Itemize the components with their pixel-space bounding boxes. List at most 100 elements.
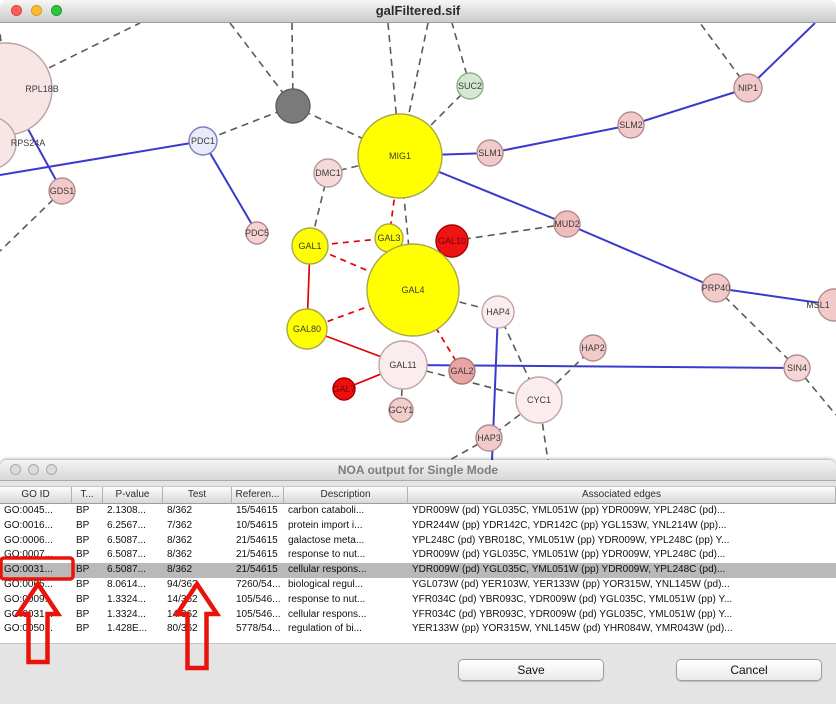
graph-node-mig1[interactable] <box>357 113 443 199</box>
graph-edge-slm2-nip1[interactable] <box>630 87 749 126</box>
graph-node-graynode[interactable] <box>275 88 311 124</box>
graph-node-gal80[interactable] <box>286 308 328 350</box>
table-cell: response to nut... <box>288 549 366 561</box>
save-button[interactable]: Save <box>458 659 604 681</box>
column-header-referen-[interactable]: Referen... <box>232 487 284 504</box>
graph-edge-suc2-mig1[interactable] <box>399 85 471 157</box>
graph-edge-slm1-slm2[interactable] <box>489 124 632 154</box>
graph-node-mud2[interactable] <box>553 210 581 238</box>
graph-edge-hap3-448438[interactable] <box>447 437 490 461</box>
graph-node-rps24a[interactable] <box>0 117 17 169</box>
graph-node-label-pdc5: PDC5 <box>245 228 269 238</box>
column-header-go-id[interactable]: GO ID <box>0 487 72 504</box>
table-cell: 6.5087... <box>107 564 146 576</box>
graph-node-prp40[interactable] <box>701 273 731 303</box>
table-cell: YDR009W (pd) YGL035C, YML051W (pp) YDR00… <box>412 564 726 576</box>
table-cell: 15/54615 <box>236 505 278 516</box>
table-cell: cellular respons... <box>288 564 367 576</box>
graph-edge-prp40-sin4[interactable] <box>715 287 798 369</box>
minimize-button-inactive[interactable] <box>28 464 39 475</box>
network-canvas[interactable]: RPL18BRPS24AGDS1PDC1DMC1MIG1SUC2SLM1SLM2… <box>0 23 836 461</box>
graph-node-label-hap2: HAP2 <box>581 343 605 353</box>
graph-node-nip1[interactable] <box>733 73 763 103</box>
graph-edge-prp40-msl1[interactable] <box>715 287 835 306</box>
graph-node-gal11[interactable] <box>378 340 428 390</box>
graph-node-pdc5[interactable] <box>245 221 269 245</box>
graph-node-pdc1[interactable] <box>188 126 218 156</box>
graph-node-dmc1[interactable] <box>313 158 343 188</box>
graph-node-label-slm2: SLM2 <box>619 120 643 130</box>
graph-edge-gds1-0228[interactable] <box>0 190 63 252</box>
column-header-description[interactable]: Description <box>284 487 408 504</box>
table-cell: GO:0009... <box>4 593 53 605</box>
table-cell: 6.2567... <box>107 519 146 531</box>
table-cell: GO:0065... <box>4 578 53 590</box>
graph-edge-gal80-gal4[interactable] <box>306 289 414 330</box>
graph-node-label-hap3: HAP3 <box>477 433 501 443</box>
graph-edge-sin4-836392[interactable] <box>796 367 836 416</box>
graph-node-hap2[interactable] <box>579 334 607 362</box>
noa-window-titlebar[interactable]: NOA output for Single Mode <box>0 460 836 481</box>
graph-node-gal4[interactable] <box>366 243 460 337</box>
table-cell: BP <box>76 534 90 546</box>
graph-node-label-nip1: NIP1 <box>738 83 758 93</box>
graph-edge-mud2-prp40[interactable] <box>566 223 717 289</box>
close-button-inactive[interactable] <box>10 464 21 475</box>
table-cell: GO:0006... <box>4 534 53 546</box>
network-window-titlebar[interactable]: galFiltered.sif <box>0 0 836 23</box>
graph-node-msl1[interactable] <box>817 288 836 322</box>
minimize-button[interactable] <box>31 5 42 16</box>
graph-node-label-mig1: MIG1 <box>389 151 411 161</box>
table-cell: 1.3324... <box>107 608 146 620</box>
graph-node-cyc1[interactable] <box>515 376 563 424</box>
table-cell: 8/362 <box>167 534 193 546</box>
column-header-associated-edges[interactable]: Associated edges <box>408 487 836 504</box>
cancel-button[interactable]: Cancel <box>676 659 822 681</box>
graph-node-hap4[interactable] <box>481 295 515 329</box>
graph-node-slm1[interactable] <box>476 139 504 167</box>
graph-node-gcy1[interactable] <box>388 397 414 423</box>
graph-node-label-mud2: MUD2 <box>554 219 580 229</box>
table-cell: 8.0614... <box>107 578 146 590</box>
graph-node-hap3[interactable] <box>475 424 503 452</box>
graph-node-gal10[interactable] <box>435 224 469 258</box>
zoom-button-inactive[interactable] <box>46 464 57 475</box>
column-header-test[interactable]: Test <box>163 487 232 504</box>
graph-node-sin4[interactable] <box>783 354 811 382</box>
graph-edge-gal10-mud2[interactable] <box>451 223 568 242</box>
graph-edge-cyc1-548438[interactable] <box>538 399 549 461</box>
graph-node-label-slm1: SLM1 <box>478 148 502 158</box>
graph-node-gal1[interactable] <box>291 227 329 265</box>
table-cell: BP <box>76 505 90 516</box>
graph-edge-2920-graynode[interactable] <box>291 23 294 107</box>
graph-node-label-suc2: SUC2 <box>458 81 482 91</box>
graph-edge-nip1-8150[interactable] <box>747 23 816 89</box>
graph-node-gds1[interactable] <box>48 177 76 205</box>
column-header-p-value[interactable]: P-value <box>103 487 163 504</box>
table-cell: BP <box>76 623 90 635</box>
graph-node-gal2[interactable] <box>448 357 476 385</box>
column-header-t-[interactable]: T... <box>72 487 103 504</box>
graph-edge-pdc1-pdc5[interactable] <box>202 140 258 234</box>
table-cell: BP <box>76 549 90 561</box>
graph-node-gal7[interactable] <box>332 377 356 401</box>
table-cell: BP <box>76 608 90 620</box>
graph-node-suc2[interactable] <box>456 72 484 100</box>
graph-edge-suc2-4520[interactable] <box>451 23 471 87</box>
graph-edge-pdc1-0152[interactable] <box>0 140 204 176</box>
network-window-title: galFiltered.sif <box>375 3 461 18</box>
close-button[interactable] <box>11 5 22 16</box>
graph-node-label-pdc1: PDC1 <box>191 136 215 146</box>
zoom-button[interactable] <box>51 5 62 16</box>
graph-node-slm2[interactable] <box>617 111 645 139</box>
